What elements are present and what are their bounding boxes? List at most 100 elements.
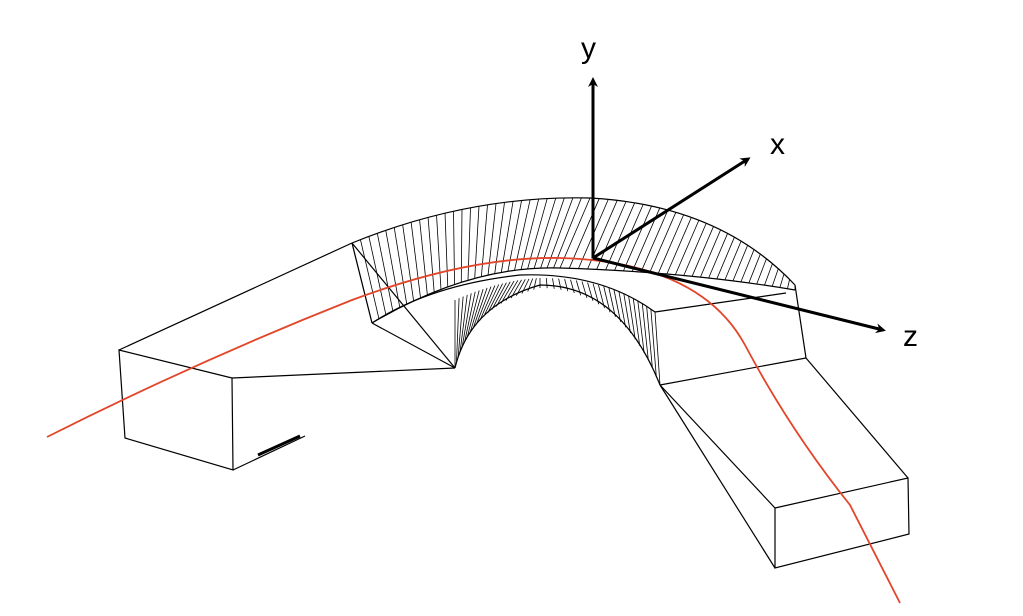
hatch-line bbox=[608, 288, 616, 317]
left-straight-section bbox=[118, 242, 456, 471]
hatch-line bbox=[559, 197, 591, 269]
hatch-line bbox=[732, 245, 749, 282]
hatch-line bbox=[779, 273, 785, 288]
hatch-line bbox=[487, 283, 503, 314]
hatch-line bbox=[558, 278, 562, 290]
hatch-line bbox=[514, 199, 531, 271]
hatch-line bbox=[427, 217, 435, 293]
hatch-line bbox=[700, 229, 721, 278]
hatch-line bbox=[461, 293, 472, 347]
hatch-line bbox=[683, 223, 707, 276]
hatch-line bbox=[533, 278, 537, 290]
hatch-line bbox=[553, 197, 582, 269]
hatch-line bbox=[479, 285, 496, 321]
hatch-line bbox=[623, 293, 631, 334]
hatch-line bbox=[613, 289, 621, 322]
hatch-line bbox=[756, 258, 767, 285]
coordinate-axes: y x z bbox=[581, 32, 918, 353]
hatch-line bbox=[724, 240, 742, 281]
hatch-line bbox=[596, 201, 627, 270]
hatch-line bbox=[474, 206, 480, 279]
hatch-line bbox=[533, 198, 557, 269]
inner-wall-hatching bbox=[454, 278, 661, 386]
hatch-line bbox=[520, 198, 540, 270]
hatch-line bbox=[505, 280, 519, 301]
hatch-line bbox=[716, 237, 735, 280]
hatch-line bbox=[546, 197, 574, 269]
hatch-line bbox=[570, 279, 575, 294]
hatch-line bbox=[632, 298, 641, 346]
hatch-line bbox=[674, 220, 700, 275]
x-axis-arrow bbox=[592, 157, 751, 260]
hatch-line bbox=[491, 282, 507, 310]
hatch-line bbox=[614, 204, 644, 271]
hatch-line bbox=[436, 215, 442, 290]
hatch-line bbox=[467, 207, 471, 281]
hatch-line bbox=[654, 311, 661, 386]
hatch-line bbox=[540, 197, 565, 269]
hatch-line bbox=[628, 295, 636, 340]
curved-section-inner-wall bbox=[371, 274, 661, 386]
hatch-line bbox=[510, 279, 522, 299]
hatch-line bbox=[657, 214, 685, 274]
hatch-line bbox=[368, 236, 387, 316]
hatch-line bbox=[402, 224, 415, 302]
hatch-line bbox=[646, 306, 653, 369]
hatch-line bbox=[496, 281, 511, 307]
hatch-line bbox=[487, 203, 497, 276]
hatch-line bbox=[552, 278, 555, 289]
hatch-line bbox=[466, 290, 480, 338]
hatch-line bbox=[527, 198, 548, 269]
hatch-line bbox=[650, 308, 657, 377]
hatch-line bbox=[587, 282, 594, 301]
right-straight-section bbox=[654, 292, 910, 569]
hatch-line bbox=[453, 211, 455, 285]
hatch-line bbox=[691, 226, 714, 277]
hatch-line bbox=[618, 291, 627, 328]
hatch-line bbox=[787, 279, 790, 289]
beam-path-curve bbox=[46, 257, 901, 604]
hatch-line bbox=[666, 217, 692, 275]
hatch-line bbox=[457, 296, 464, 357]
hatch-line bbox=[640, 209, 669, 273]
hatch-line bbox=[564, 279, 569, 292]
hatch-line bbox=[500, 280, 515, 304]
hatch-line bbox=[460, 209, 463, 283]
hatch-line bbox=[641, 303, 649, 361]
hatch-line bbox=[476, 286, 492, 325]
hatch-line bbox=[360, 239, 380, 320]
z-axis-label: z bbox=[903, 320, 918, 353]
hatch-line bbox=[527, 278, 534, 292]
x-axis-label: x bbox=[770, 128, 785, 161]
hatch-line bbox=[464, 291, 476, 342]
hatch-line bbox=[605, 202, 636, 271]
hatch-line bbox=[545, 278, 548, 289]
hatch-line bbox=[393, 227, 408, 305]
hatch-line bbox=[480, 204, 488, 277]
hatch-line bbox=[598, 284, 605, 309]
hatch-line bbox=[351, 242, 373, 324]
hatch-line bbox=[623, 205, 652, 272]
hatch-line bbox=[410, 222, 421, 298]
hatch-line bbox=[581, 281, 588, 298]
hatch-line bbox=[483, 284, 500, 317]
hatch-line bbox=[376, 233, 394, 312]
hatch-line bbox=[764, 263, 773, 286]
z-axis-arrow bbox=[592, 256, 886, 334]
hatch-line bbox=[459, 294, 468, 352]
hatch-line bbox=[771, 268, 779, 287]
hatch-line bbox=[385, 230, 401, 308]
hatch-line bbox=[469, 288, 484, 333]
hatch-line bbox=[748, 253, 761, 284]
hatch-line bbox=[637, 300, 645, 353]
hatch-line bbox=[740, 249, 755, 283]
y-axis-label: y bbox=[581, 32, 596, 65]
hatch-line bbox=[516, 279, 526, 296]
outer-wall-hatching bbox=[351, 197, 796, 324]
hatch-line bbox=[456, 298, 460, 363]
hatch-line bbox=[649, 212, 677, 273]
hatch-line bbox=[472, 287, 488, 329]
hatch-line bbox=[419, 219, 428, 295]
hatch-line bbox=[708, 233, 728, 279]
